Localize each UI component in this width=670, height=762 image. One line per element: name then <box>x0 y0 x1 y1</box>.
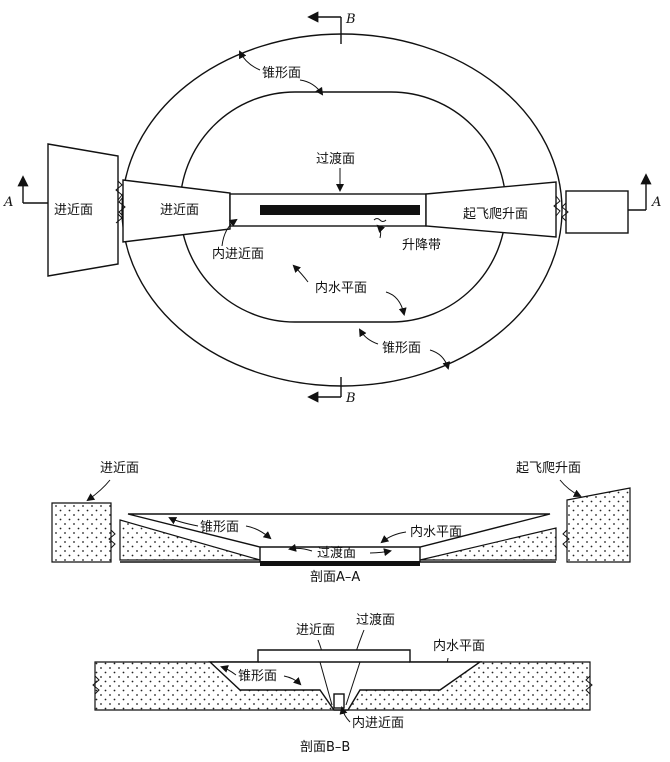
cone-surface-top-label: 锥形面 <box>262 66 301 81</box>
section-aa-right-wedge <box>419 527 557 561</box>
section-aa-caption: 剖面A–A <box>310 570 360 585</box>
transitional-surface-label: 过渡面 <box>316 151 355 167</box>
break-symbol <box>115 180 123 201</box>
approach-surface-wedge <box>122 179 231 243</box>
section-b-bottom-label: B <box>345 391 356 406</box>
takeoff-climb-wedge <box>425 181 557 238</box>
section-b-top-label: B <box>345 12 356 27</box>
section-bb-transitional-label: 过渡面 <box>356 612 395 628</box>
runway-strip-label: 升降带 <box>402 238 441 253</box>
section-aa-takeoff-label: 起飞爬升面 <box>516 461 581 476</box>
inner-approach-surface-label: 内进近面 <box>212 246 264 262</box>
cone-surface-bottom-label: 锥形面 <box>382 341 421 356</box>
section-aa-runway <box>260 561 420 566</box>
section-a-a: 进近面 起飞爬升面 锥形面 内水平面 过渡面 剖面A–A <box>51 461 631 585</box>
section-a-left-label: A <box>3 195 13 210</box>
section-aa-inner-horizontal-label: 内水平面 <box>410 524 462 540</box>
approach-surface-outer-label: 进近面 <box>54 203 93 218</box>
section-a-right-label: A <box>651 195 661 210</box>
section-aa-transitional-label: 过渡面 <box>317 545 356 561</box>
runway <box>260 205 420 215</box>
section-b-b: 过渡面 进近面 内水平面 锥形面 内进近面 剖面B–B <box>92 612 593 755</box>
section-bb-inner-approach-box <box>333 693 345 709</box>
section-aa-left-wedge <box>119 519 261 561</box>
section-bb-inner-approach-label: 内进近面 <box>352 715 404 731</box>
section-aa-right-block <box>566 487 631 563</box>
section-aa-approach-label: 进近面 <box>100 461 139 476</box>
takeoff-climb-surface-label: 起飞爬升面 <box>463 207 528 222</box>
approach-surface-outer-shape <box>47 143 119 277</box>
plan-view: A A B B 锥形面 过渡面 进近面 进近面 内进近面 升降带 内水平面 起飞… <box>3 11 661 406</box>
section-aa-left-block <box>51 502 112 563</box>
inner-horizontal-surface-label: 内水平面 <box>315 280 367 296</box>
section-bb-cone-label: 锥形面 <box>238 669 277 684</box>
section-bb-cut <box>208 649 483 711</box>
takeoff-climb-outer-shape <box>565 190 629 234</box>
section-bb-caption: 剖面B–B <box>300 740 350 755</box>
section-bb-approach-label: 进近面 <box>296 623 335 638</box>
section-bb-inner-horizontal-label: 内水平面 <box>433 638 485 654</box>
approach-surface-inner-label: 进近面 <box>160 203 199 218</box>
section-aa-cone-label: 锥形面 <box>200 520 239 535</box>
